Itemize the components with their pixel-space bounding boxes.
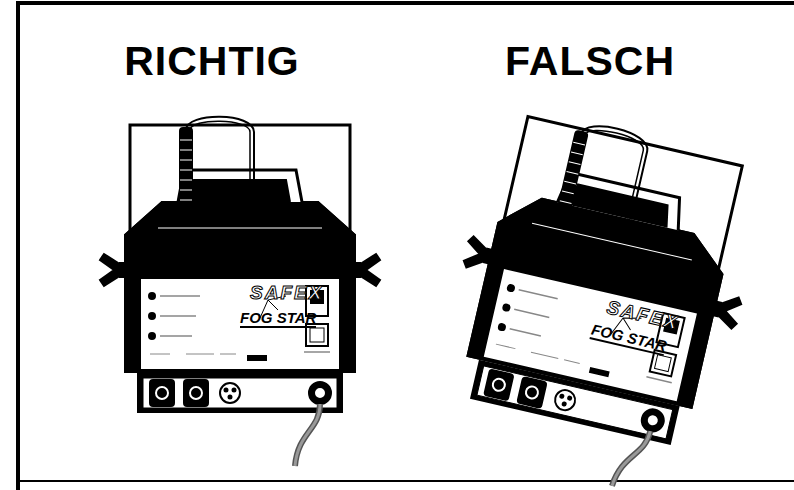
fog-machine: SAFEX FOG STAR [90, 110, 390, 470]
product-name: FOG STAR [240, 310, 316, 328]
brand-logo: SAFEX [250, 282, 323, 304]
fog-machine: SAFEXFOG STAR [411, 93, 784, 490]
fog-machine-drawing [411, 93, 784, 490]
heading-label: FALSCH [505, 38, 675, 85]
heading-label: RICHTIG [124, 38, 300, 85]
fog-machine-drawing [90, 110, 390, 470]
